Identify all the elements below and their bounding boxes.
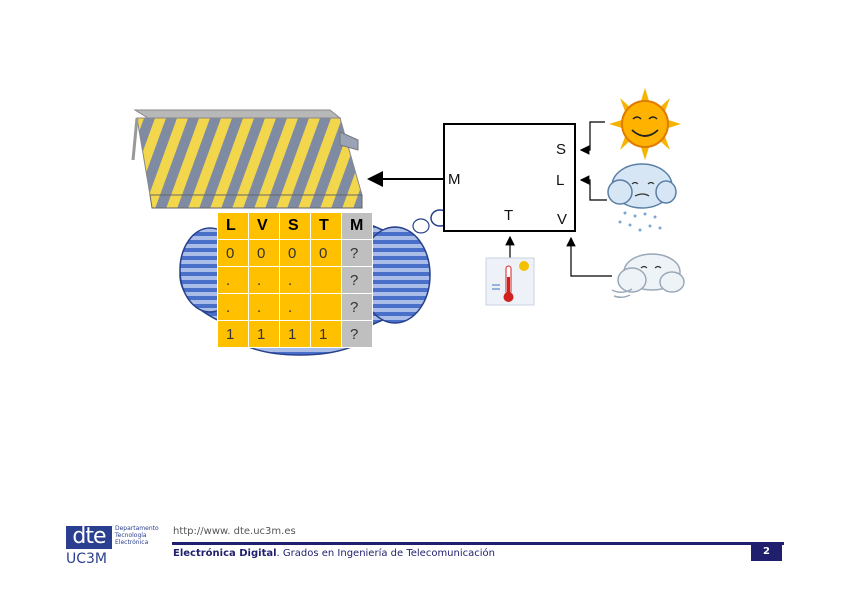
rain-cloud-icon	[608, 164, 676, 232]
l-input-line	[581, 180, 607, 200]
logo-dept-line: Tecnología	[115, 532, 165, 539]
table-cell: 1	[280, 321, 311, 348]
logo-dept-line: Departamento	[115, 525, 165, 532]
table-cell: 0	[249, 240, 280, 267]
footer-course-title: Electrónica Digital. Grados en Ingenierí…	[173, 548, 495, 559]
table-cell	[311, 294, 342, 321]
footer-divider	[172, 542, 784, 545]
table-row: 0 0 0 0 ?	[218, 240, 373, 267]
sun-icon	[609, 88, 681, 160]
table-row: 1 1 1 1 ?	[218, 321, 373, 348]
table-cell: .	[249, 267, 280, 294]
wind-cloud-icon	[612, 254, 684, 297]
header-t: T	[311, 213, 342, 240]
table-cell: 0	[218, 240, 249, 267]
header-v: V	[249, 213, 280, 240]
table-cell	[311, 267, 342, 294]
table-cell: ?	[342, 267, 373, 294]
table-cell: 1	[218, 321, 249, 348]
table-cell: 1	[249, 321, 280, 348]
logo-dept-line: Electrónica	[115, 539, 165, 546]
course-degree: . Grados en Ingeniería de Telecomunicaci…	[277, 548, 495, 559]
header-s: S	[280, 213, 311, 240]
table-cell: ?	[342, 321, 373, 348]
table-cell: .	[218, 294, 249, 321]
table-cell: .	[218, 267, 249, 294]
table-row: . . . ?	[218, 267, 373, 294]
thermometer-icon	[486, 258, 534, 305]
uc3m-logo: UC3M	[66, 551, 107, 567]
table-row: . . . ?	[218, 294, 373, 321]
table-cell: 0	[280, 240, 311, 267]
footer-url-link[interactable]: http://www. dte.uc3m.es	[173, 526, 296, 537]
input-label-l: L	[556, 172, 564, 189]
table-cell: ?	[342, 240, 373, 267]
table-cell: 1	[311, 321, 342, 348]
course-name: Electrónica Digital	[173, 548, 277, 559]
logo-department-text: Departamento Tecnología Electrónica	[115, 525, 165, 546]
table-cell: 0	[311, 240, 342, 267]
dte-logo: dte	[66, 526, 112, 549]
table-cell: .	[280, 294, 311, 321]
truth-table-header: L V S T M	[218, 213, 373, 240]
input-label-t: T	[504, 207, 513, 224]
header-l: L	[218, 213, 249, 240]
table-cell: .	[280, 267, 311, 294]
v-input-line	[571, 238, 612, 276]
output-label-m: M	[448, 171, 461, 188]
table-cell: ?	[342, 294, 373, 321]
header-m: M	[342, 213, 373, 240]
page-number: 2	[751, 543, 782, 561]
input-label-v: V	[557, 211, 567, 228]
input-label-s: S	[556, 141, 566, 158]
s-input-line	[581, 122, 605, 150]
truth-table: L V S T M 0 0 0 0 ? . . . ? . . . ? 1 1 …	[217, 212, 373, 348]
table-cell: .	[249, 294, 280, 321]
awning-icon	[133, 110, 362, 208]
